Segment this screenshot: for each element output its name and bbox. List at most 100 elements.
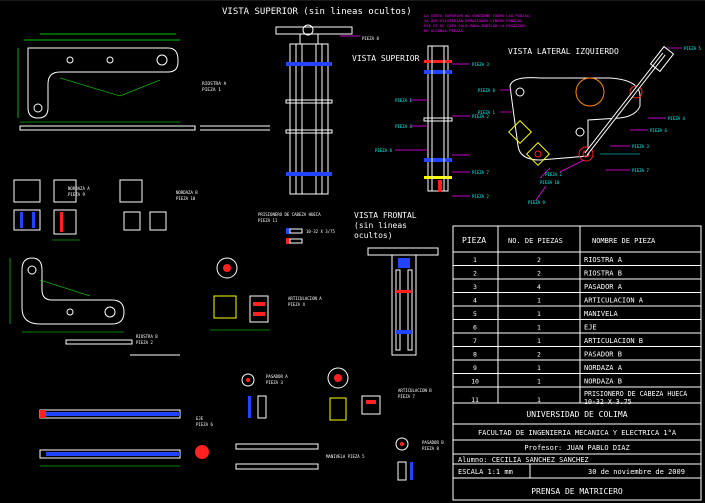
table-cell-count: 1 (537, 297, 541, 305)
pasador-a-drawing: PASADOR A PIEZA 3 (241, 373, 288, 419)
callout-side-6: PIEZA 1 (478, 110, 495, 115)
callout-side-1: PIEZA 5 (684, 46, 701, 51)
title-professor: Profesor: JUAN PABLO DIAZ (524, 444, 629, 452)
table-cell-name: ARTICULACION B (584, 337, 643, 345)
manivela-drawing: MANIVELA PIEZA 5 (235, 443, 365, 470)
callout-side-2: PIEZA 4 (668, 116, 685, 121)
articulacion-a-drawing: ARTICULACION A PIEZA 4 (210, 257, 322, 331)
note-line-2: YA QUE EXISTIRIAN DEMASIADAS LINEAS PUNT… (424, 18, 523, 23)
table-cell-name: MANIVELA (584, 310, 619, 318)
title-block: UNIVERSIDAD DE COLIMA FACULTAD DE INGENI… (452, 402, 702, 501)
table-cell-pieza: 11 (471, 396, 479, 404)
front-view: VISTA FRONTAL (sin lineas ocultos) (354, 211, 439, 356)
articulacion-a-label-1: ARTICULACION A (288, 296, 322, 301)
articulacion-a-label-2: PIEZA 4 (288, 302, 305, 307)
table-cell-count: 1 (537, 324, 541, 332)
callout-top-3: PIEZA 3 (395, 124, 412, 129)
callout-top-2: PIEZA 1 (395, 98, 412, 103)
table-cell-count: 1 (537, 378, 541, 386)
table-cell-pieza: 10 (471, 378, 479, 386)
pasador-b-label-2: PIEZA 8 (422, 446, 439, 451)
table-cell-pieza: 6 (473, 324, 477, 332)
note-line-1: LA VISTA SUPERIOR NO CONTIENE TODAS LAS … (424, 13, 530, 18)
table-cell-count: 1 (537, 310, 541, 318)
title-student: Alumno: CECILIA SANCHEZ SANCHEZ (458, 456, 589, 464)
callout-top-4: PIEZA 8 (375, 148, 392, 153)
table-cell-name: RIOSTRA A (584, 256, 623, 264)
nordaza-b-label-2: PIEZA 10 (176, 196, 196, 201)
view-title-top: VISTA SUPERIOR (352, 54, 420, 63)
table-cell-count: 2 (537, 351, 541, 359)
top-view-notes: LA VISTA SUPERIOR NO CONTIENE TODAS LAS … (424, 13, 530, 33)
riostra-a-label-1: RIOSTRA A (202, 81, 227, 87)
view-title-top-no-hidden: VISTA SUPERIOR (sin lineas ocultos) (222, 7, 412, 17)
articulacion-b-label-1: ARTICULACION B (398, 388, 432, 393)
table-cell-pieza: 7 (473, 337, 477, 345)
table-cell-name: EJE (584, 324, 597, 332)
top-view-assembly: VISTA SUPERIOR PIEZA 3 PIEZA 1 PIEZA 3 P… (352, 45, 489, 199)
articulacion-b-label-2: PIEZA 7 (398, 394, 415, 399)
table-cell-name: NORDAZA B (584, 378, 622, 386)
table-cell-name: RIOSTRA B (584, 270, 622, 278)
title-drawing-name: PRENSA DE MATRICERO (531, 487, 623, 496)
nordaza-a-label-1: NORDAZA A (68, 186, 90, 191)
nordaza-b-label-1: NORDAZA B (176, 190, 198, 195)
nordaza-views: NORDAZA A PIEZA 9 NORDAZA B PIEZA 10 (13, 179, 198, 241)
pasador-b-drawing: PASADOR B PIEZA 8 (395, 437, 444, 481)
eje-label-1: EJE (196, 416, 204, 421)
callout-side-3: PIEZA 6 (650, 128, 667, 133)
table-cell-pieza: 4 (473, 297, 477, 305)
title-faculty: FACULTAD DE INGENIERIA MECANICA Y ELECTR… (478, 429, 677, 437)
table-cell-count: 4 (537, 283, 541, 291)
left-side-view: VISTA LATERAL IZQUIERDO PIEZA 5 PIEZA 4 (478, 45, 701, 205)
table-cell-pieza: 9 (473, 364, 477, 372)
pasador-b-label-1: PASADOR B (422, 440, 444, 445)
table-cell-pieza: 2 (473, 270, 477, 278)
note-line-4: DE ALGUNAS PIEZAS (424, 28, 464, 33)
table-cell-name: PRISIONERO DE CABEZA HUECA (584, 390, 687, 398)
table-cell-pieza: 3 (473, 283, 477, 291)
table-cell-name: NORDAZA A (584, 364, 623, 372)
table-cell-name: 10-32 X 3.75 (584, 398, 632, 406)
callout-top-7: PIEZA 2 (472, 194, 489, 199)
table-cell-pieza: 8 (473, 351, 477, 359)
eje-drawing: EJE PIEZA 6 (39, 409, 213, 467)
table-cell-count: 1 (537, 396, 541, 404)
view-title-front-3: ocultos) (354, 231, 393, 240)
note-line-3: ESE ES EL CASO SOLO PARA INDICAR LA POSI… (424, 23, 525, 28)
riostra-a-drawing: RIOSTRA A PIEZA 1 (17, 33, 270, 131)
prisionero-drawing: PRISIONERO DE CABEZA HUECA PIEZA 11 10-3… (258, 212, 335, 244)
articulacion-b-drawing: ARTICULACION B PIEZA 7 (327, 367, 432, 421)
table-cell-name: PASADOR B (584, 351, 622, 359)
table-cell-name: PASADOR A (584, 283, 623, 291)
callout-top-6: PIEZA 7 (472, 170, 489, 175)
eje-label-2: PIEZA 6 (196, 422, 213, 427)
pasador-a-label-2: PIEZA 3 (266, 380, 283, 385)
top-view-no-hidden: VISTA SUPERIOR (sin lineas ocultos) PIEZ… (222, 7, 412, 195)
pasador-a-label-1: PASADOR A (266, 374, 288, 379)
title-date: 30 de noviembre de 2009 (588, 468, 685, 476)
table-header-name: NOMBRE DE PIEZA (592, 237, 656, 245)
table-cell-count: 1 (537, 337, 541, 345)
table-cell-count: 2 (537, 256, 541, 264)
callout-top-1: PIEZA 3 (472, 62, 489, 67)
callout-top-5: PIEZA 2 (472, 114, 489, 119)
table-cell-pieza: 1 (473, 256, 477, 264)
prisionero-label-1: PRISIONERO DE CABEZA HUECA (258, 212, 321, 217)
callout-side-8: PIEZA 10 (540, 180, 560, 185)
riostra-b-label-2: PIEZA 2 (136, 340, 153, 345)
callout-side-7: PIEZA 8 (478, 88, 495, 93)
prisionero-dim: 10-32 X 3/75 (306, 229, 335, 234)
view-title-front-1: VISTA FRONTAL (354, 211, 417, 220)
prisionero-label-2: PIEZA 11 (258, 218, 278, 223)
table-header-pieza: PIEZA (462, 236, 486, 245)
riostra-a-label-2: PIEZA 1 (202, 87, 221, 93)
table-cell-count: 1 (537, 364, 541, 372)
callout-side-9: PIEZA 9 (528, 200, 545, 205)
view-title-left-side: VISTA LATERAL IZQUIERDO (508, 47, 619, 56)
callout-side-10: PIEZA 2 (545, 172, 562, 177)
nordaza-a-label-2: PIEZA 9 (68, 192, 85, 197)
title-university: UNIVERSIDAD DE COLIMA (526, 410, 627, 419)
title-scale: ESCALA 1:1 mm (458, 468, 513, 476)
